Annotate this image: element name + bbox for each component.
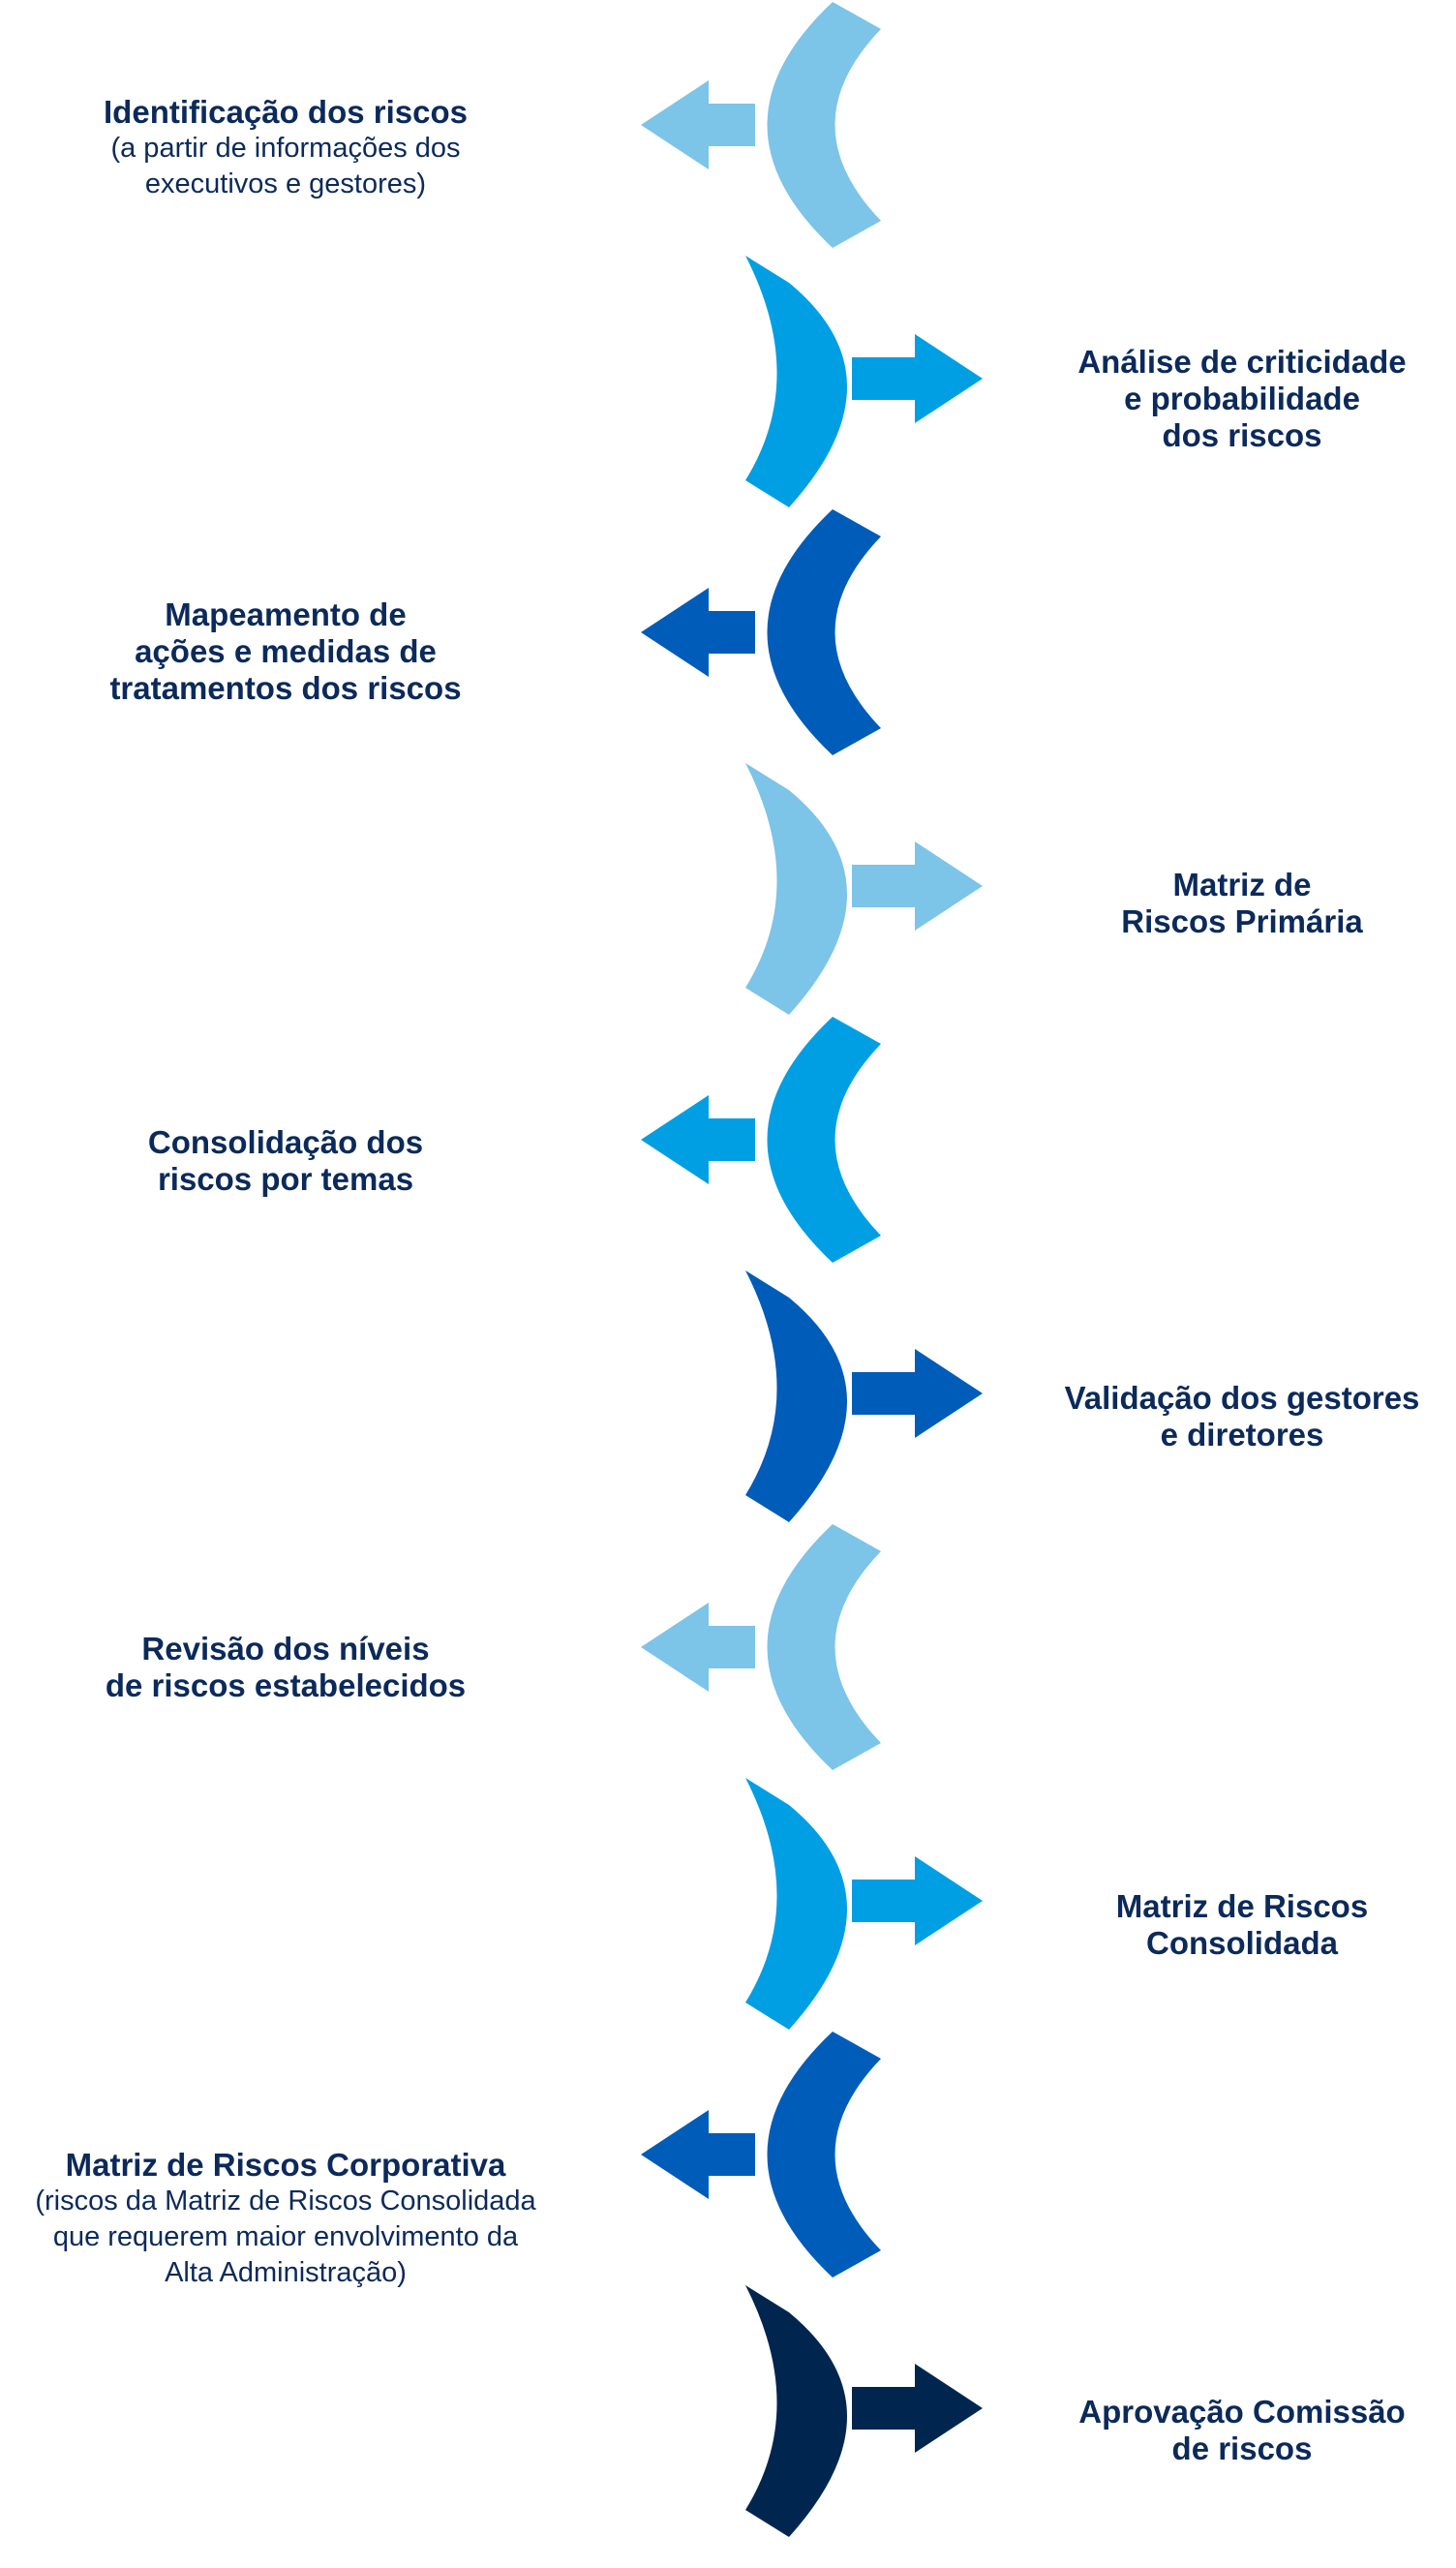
arrow-left-icon-9 xyxy=(641,2110,755,2199)
wave-band-3 xyxy=(767,509,881,755)
step-title-8: Matriz de Riscos Consolidada xyxy=(1115,1888,1369,1961)
step-label-2: Análise de criticidade e probabilidade d… xyxy=(952,344,1456,454)
wave-segment-4 xyxy=(745,763,983,1015)
wave-band-2 xyxy=(745,256,847,507)
wave-band-7 xyxy=(767,1524,881,1770)
wave-segment-10 xyxy=(745,2285,983,2537)
step-title-1: Identificação dos riscos xyxy=(104,94,468,130)
wave-band-9 xyxy=(767,2032,881,2278)
wave-segment-7 xyxy=(641,1524,881,1770)
step-title-3: Mapeamento de ações e medidas de tratame… xyxy=(109,596,462,706)
wave-band-4 xyxy=(745,763,847,1015)
arrow-left-icon-7 xyxy=(641,1603,755,1692)
arrow-left-icon-1 xyxy=(641,80,755,169)
step-title-9: Matriz de Riscos Corporativa xyxy=(65,2147,506,2183)
step-title-4: Matriz de Riscos Primária xyxy=(1121,867,1363,939)
step-label-1: Identificação dos riscos (a partir de in… xyxy=(0,94,576,202)
wave-segment-9 xyxy=(641,2032,881,2278)
wave-segment-8 xyxy=(745,1778,983,2030)
step-title-2: Análise de criticidade e probabilidade d… xyxy=(1077,344,1407,453)
step-label-6: Validação dos gestores e diretores xyxy=(952,1380,1456,1453)
arrow-right-icon-8 xyxy=(852,1856,983,1945)
step-label-7: Revisão dos níveis de riscos estabelecid… xyxy=(0,1631,576,1704)
step-title-6: Validação dos gestores e diretores xyxy=(1064,1380,1420,1452)
arrow-right-icon-6 xyxy=(852,1349,983,1438)
wave-segment-1 xyxy=(641,2,881,248)
wave-band-8 xyxy=(745,1778,847,2030)
step-label-9: Matriz de Riscos Corporativa (riscos da … xyxy=(0,2147,576,2291)
arrow-right-icon-4 xyxy=(852,841,983,931)
wave-segment-6 xyxy=(745,1270,983,1522)
step-subtitle-9: (riscos da Matriz de Riscos Consolidada … xyxy=(35,2186,536,2288)
step-label-10: Aprovação Comissão de riscos xyxy=(952,2394,1456,2467)
wave-band-10 xyxy=(745,2285,847,2537)
step-label-4: Matriz de Riscos Primária xyxy=(952,867,1456,940)
arrow-right-icon-10 xyxy=(852,2364,983,2453)
step-label-3: Mapeamento de ações e medidas de tratame… xyxy=(0,596,576,707)
wave-segment-2 xyxy=(745,256,983,507)
step-title-10: Aprovação Comissão de riscos xyxy=(1078,2394,1406,2466)
step-title-7: Revisão dos níveis de riscos estabelecid… xyxy=(105,1631,467,1703)
arrow-left-icon-5 xyxy=(641,1095,755,1184)
wave-band-6 xyxy=(745,1270,847,1522)
step-title-5: Consolidação dos riscos por temas xyxy=(147,1124,424,1197)
wave-band-1 xyxy=(767,2,881,248)
wave-segment-5 xyxy=(641,1017,881,1263)
step-subtitle-1: (a partir de informações dos executivos … xyxy=(110,133,461,199)
step-label-5: Consolidação dos riscos por temas xyxy=(0,1124,576,1198)
arrow-right-icon-2 xyxy=(852,334,983,423)
step-label-8: Matriz de Riscos Consolidada xyxy=(952,1888,1456,1962)
wave-band-5 xyxy=(767,1017,881,1263)
wave-segment-3 xyxy=(641,509,881,755)
arrow-left-icon-3 xyxy=(641,588,755,677)
